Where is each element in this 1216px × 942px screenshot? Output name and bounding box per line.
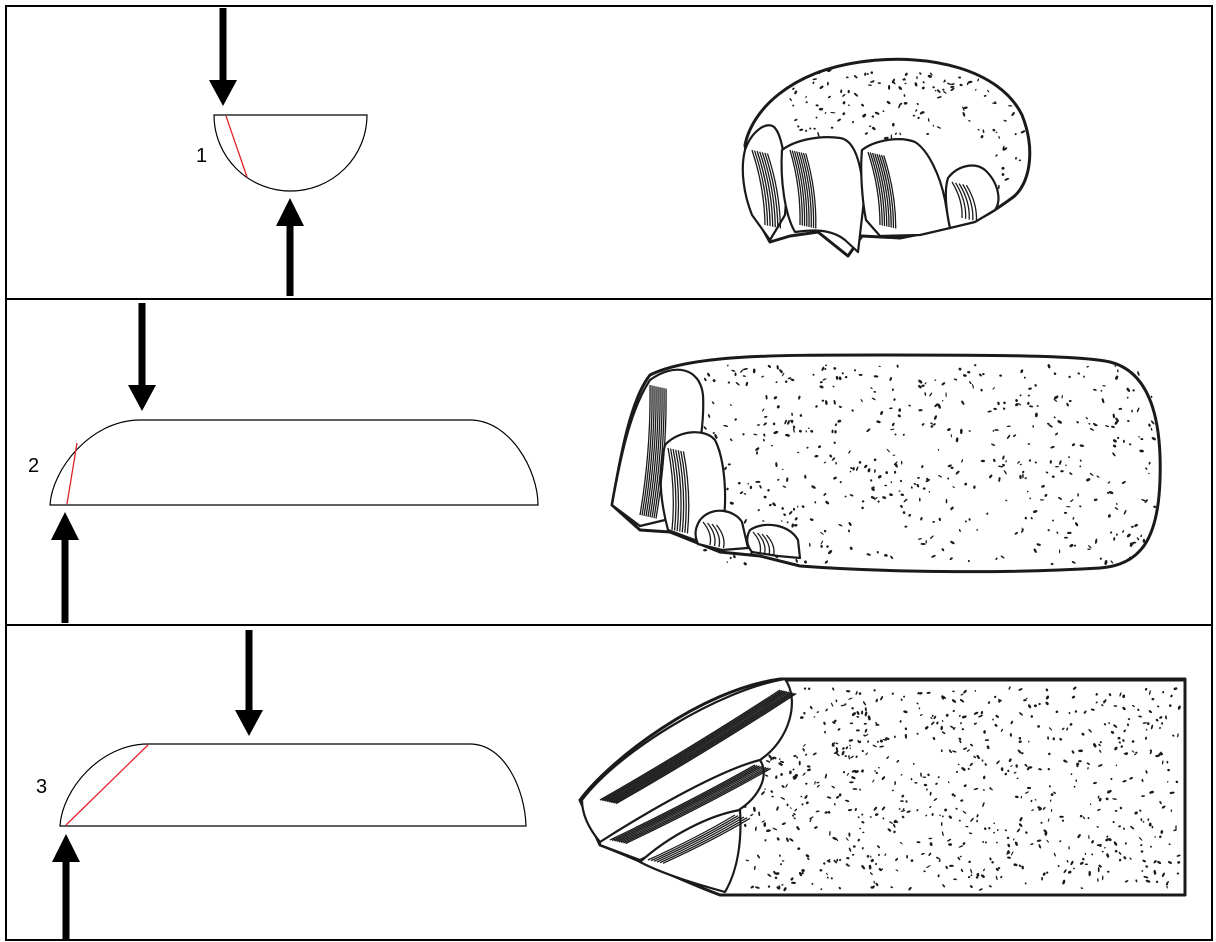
down-arrow-icon — [128, 303, 156, 411]
panel-3: 3 — [36, 630, 1185, 940]
stone-sketch-1 — [743, 59, 1030, 256]
cross-section-2 — [50, 420, 538, 505]
up-arrow-icon — [276, 198, 304, 296]
panel-2: 2 — [28, 303, 1160, 623]
stone-sketch-2 — [612, 355, 1160, 572]
stone-sketch-3 — [580, 679, 1185, 895]
cross-section-1 — [214, 115, 367, 191]
panel-label-2: 2 — [28, 455, 39, 477]
up-arrow-icon — [51, 512, 79, 623]
cross-section-3 — [60, 744, 526, 826]
panel-label-3: 3 — [36, 776, 47, 798]
down-arrow-icon — [235, 630, 263, 736]
up-arrow-icon — [52, 834, 80, 940]
down-arrow-icon — [209, 8, 237, 106]
panel-label-1: 1 — [196, 145, 207, 167]
panel-1: 1 — [196, 8, 1030, 296]
